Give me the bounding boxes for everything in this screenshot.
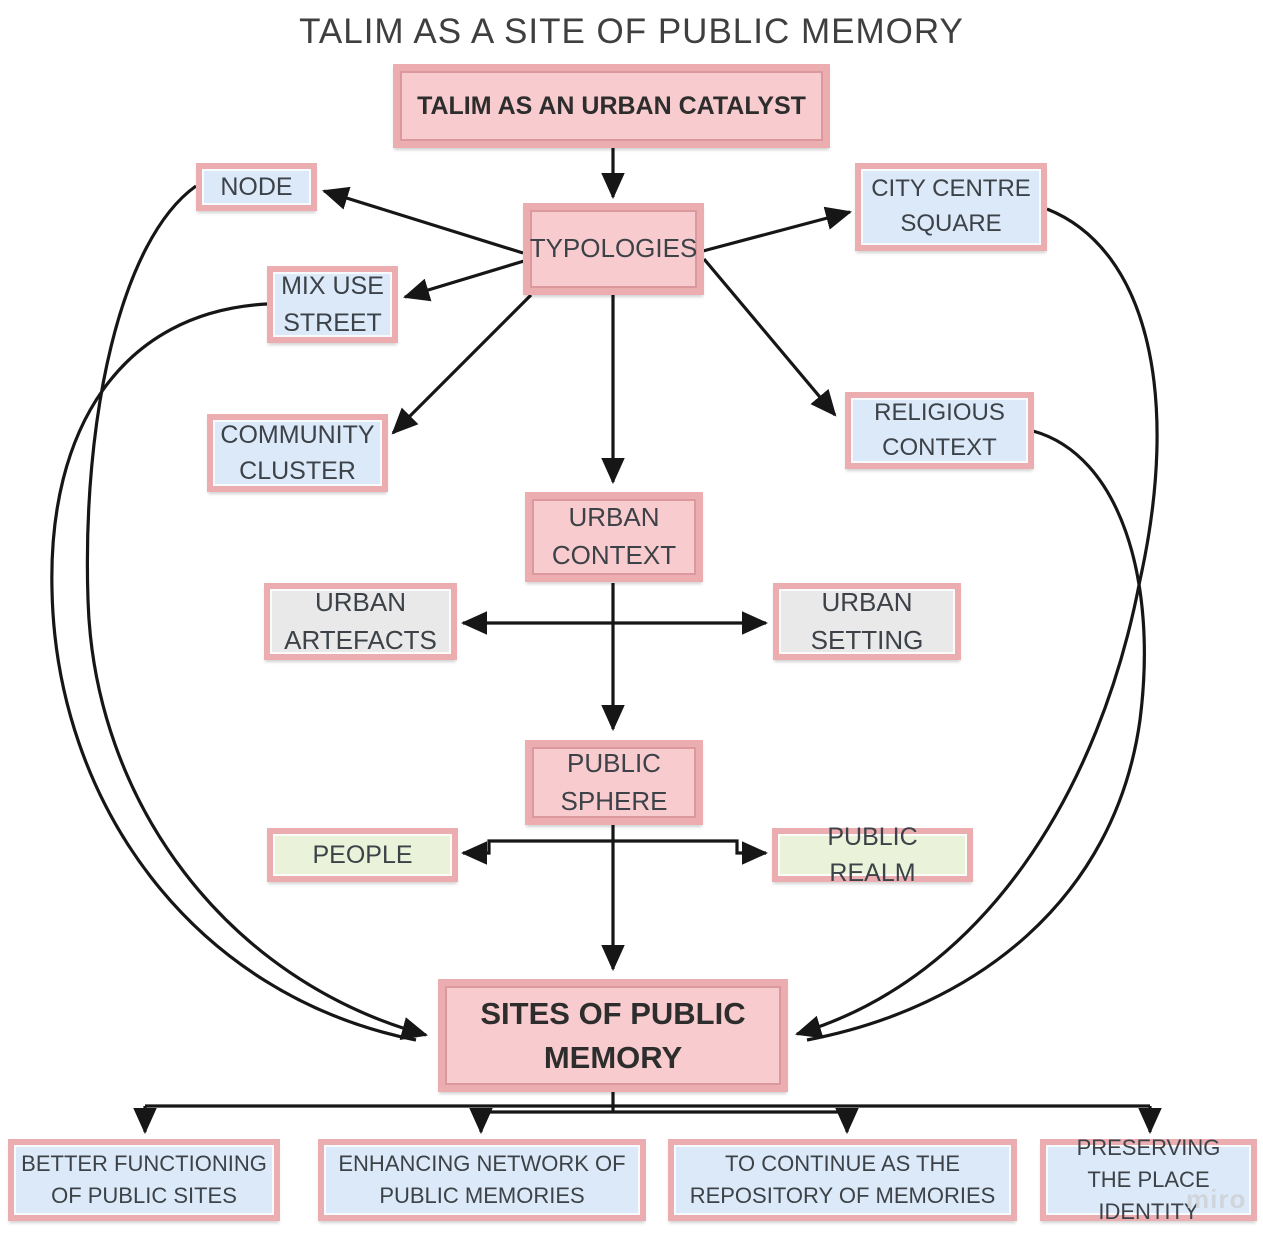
shape-node[interactable]: NODE (196, 163, 317, 211)
shape-enhancing-network-label: ENHANCING NETWORK OF PUBLIC MEMORIES (338, 1151, 626, 1208)
shape-urban-context[interactable]: URBAN CONTEXT (525, 492, 703, 582)
arrow-typologies-community-cluster (391, 293, 533, 435)
shape-people[interactable]: PEOPLE (267, 828, 458, 882)
arrow-to-people (460, 839, 613, 865)
shape-typologies-label: TYPOLOGIES (529, 233, 698, 264)
shape-people-label: PEOPLE (312, 840, 413, 869)
shape-place-identity[interactable]: PRESERVING THE PLACE IDENTITY (1040, 1135, 1257, 1224)
miro-watermark: miro (1186, 1184, 1247, 1214)
shape-public-sphere-label: PUBLIC SPHERE (560, 747, 668, 816)
shape-enhancing-network[interactable]: ENHANCING NETWORK OF PUBLIC MEMORIES (318, 1139, 646, 1221)
shape-urban-context-label: URBAN CONTEXT (551, 502, 677, 570)
shape-repository-of-memories[interactable]: TO CONTINUE AS THE REPOSITORY OF MEMORIE… (668, 1139, 1017, 1221)
shape-urban-artefacts-label: URBAN ARTEFACTS (284, 586, 437, 655)
shape-better-functioning[interactable]: BETTER FUNCTIONING OF PUBLIC SITES (8, 1139, 280, 1221)
shape-mix-use-street[interactable]: MIX USE STREET (267, 266, 398, 343)
shape-public-sphere[interactable]: PUBLIC SPHERE (525, 740, 703, 825)
arrow-to-public-realm (613, 839, 769, 865)
arrow-typologies-mix-use-street (402, 259, 525, 302)
shape-religious-context-label: RELIGIOUS CONTEXT (874, 398, 1005, 461)
arrow-typologies-city-centre-square (702, 206, 853, 253)
shape-public-realm-label: PUBLIC REALM (827, 822, 918, 887)
shape-religious-context[interactable]: RELIGIOUS CONTEXT (845, 392, 1034, 469)
shape-city-centre-square-label: CITY CENTRE SQUARE (871, 175, 1031, 237)
shape-typologies[interactable]: TYPOLOGIES (523, 203, 704, 295)
curve-religious-to-sites (806, 429, 1146, 1042)
shape-sites-of-public-memory[interactable]: SITES OF PUBLIC MEMORY (438, 979, 788, 1092)
shape-community-cluster[interactable]: COMMUNITY CLUSTER (207, 414, 388, 492)
shape-catalyst-label: TALIM AS AN URBAN CATALYST (417, 91, 806, 120)
diagram-title[interactable]: TALIM AS A SITE OF PUBLIC MEMORY (299, 12, 964, 51)
shape-community-cluster-label: COMMUNITY CLUSTER (220, 420, 375, 485)
shape-better-functioning-label: BETTER FUNCTIONING OF PUBLIC SITES (21, 1151, 267, 1208)
shape-urban-artefacts[interactable]: URBAN ARTEFACTS (264, 583, 457, 660)
arrow-typologies-religious-context (702, 257, 837, 417)
shape-sites-label: SITES OF PUBLIC MEMORY (480, 996, 746, 1075)
shape-mix-use-street-label: MIX USE STREET (281, 272, 384, 337)
shape-urban-setting-label: URBAN SETTING (810, 586, 924, 655)
shape-repository-label: TO CONTINUE AS THE REPOSITORY OF MEMORIE… (689, 1151, 996, 1208)
shape-urban-setting[interactable]: URBAN SETTING (773, 583, 961, 660)
arrow-typologies-node (321, 186, 524, 255)
shape-catalyst[interactable]: TALIM AS AN URBAN CATALYST (393, 64, 830, 148)
shape-node-label: NODE (220, 172, 293, 201)
shape-public-realm[interactable]: PUBLIC REALM (772, 823, 973, 887)
shape-city-centre-square[interactable]: CITY CENTRE SQUARE (855, 163, 1047, 251)
shape-place-identity-label: PRESERVING THE PLACE IDENTITY (1076, 1135, 1221, 1224)
